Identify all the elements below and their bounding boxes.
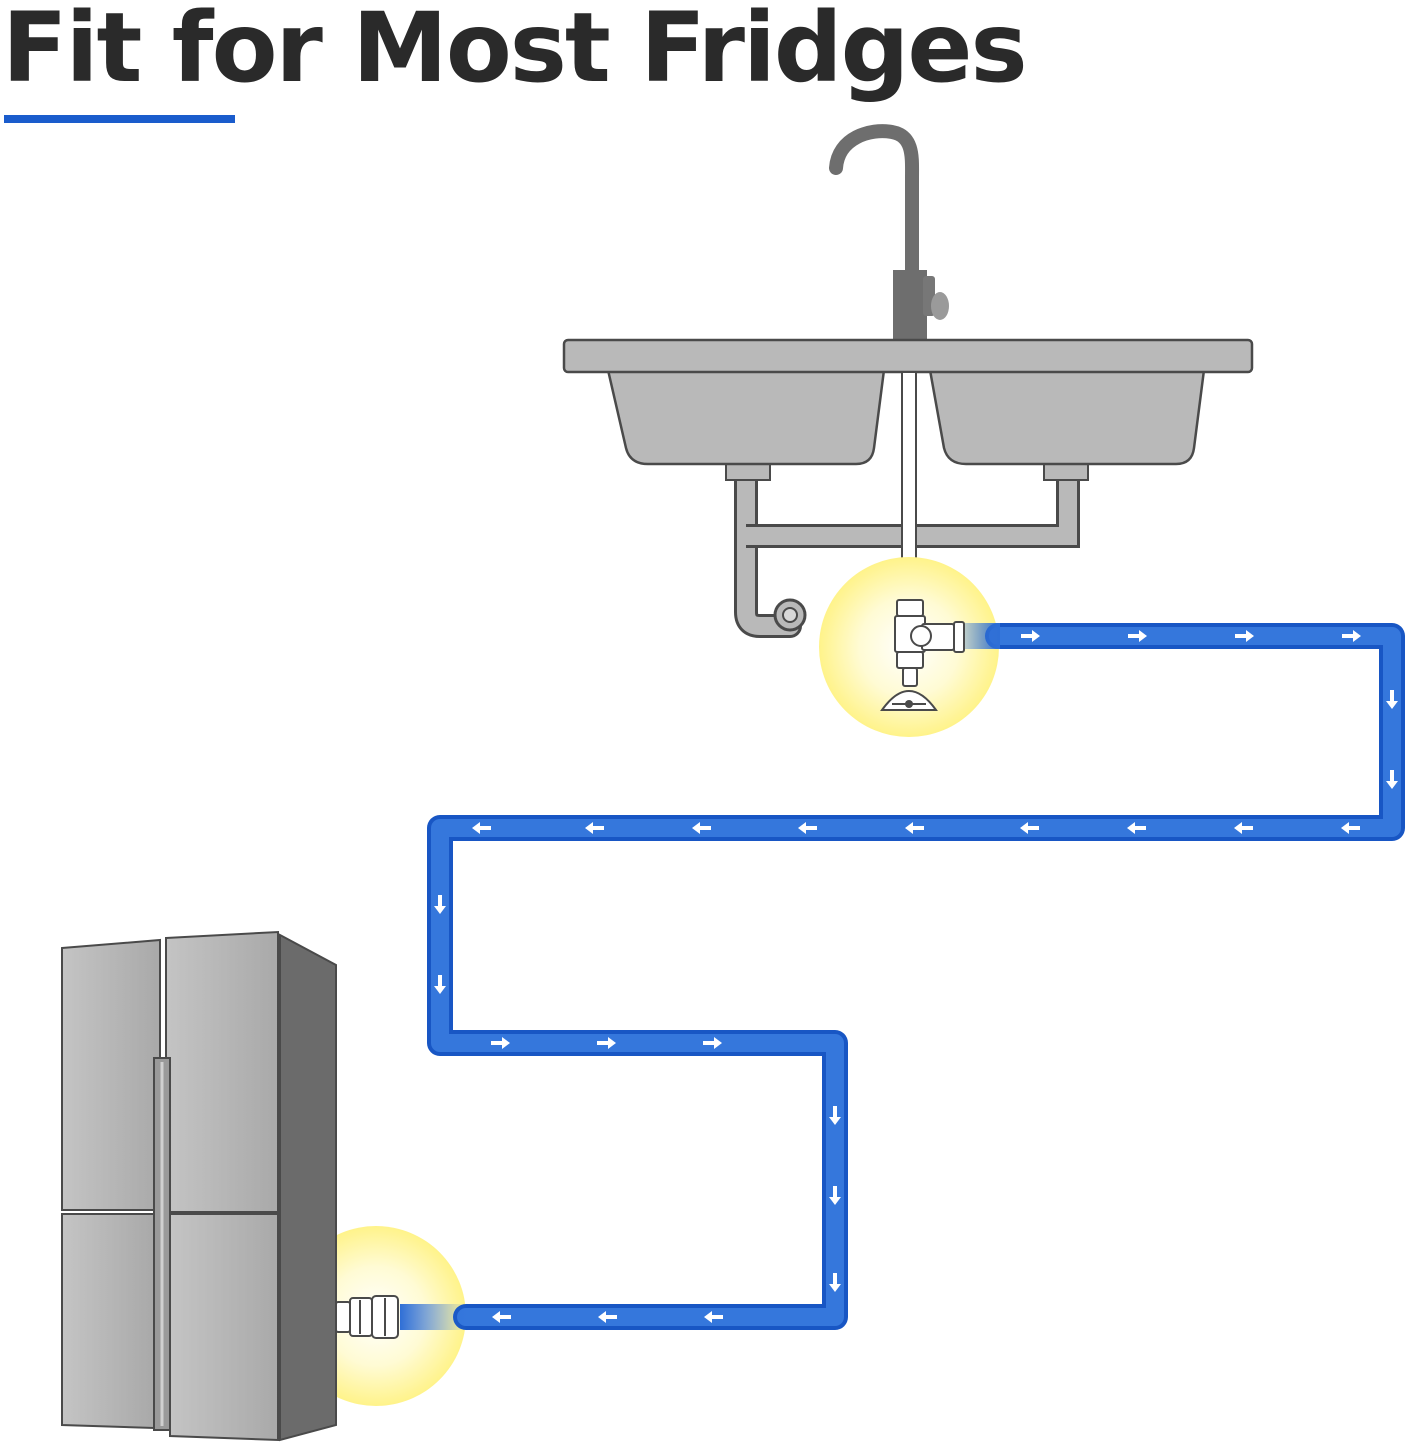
fridge-icon	[61, 930, 337, 1442]
tee-valve-icon	[880, 599, 965, 711]
flow-arrow-icon	[1386, 690, 1398, 709]
flow-arrow-icon	[1128, 630, 1147, 642]
double-sink-icon	[562, 338, 1254, 466]
flow-arrow-icon	[1341, 822, 1360, 834]
flow-arrow-icons	[434, 630, 1398, 1323]
faucet-icon	[829, 124, 949, 342]
title-underline	[4, 115, 235, 123]
flow-arrow-icon	[905, 822, 924, 834]
flow-arrow-icon	[829, 1106, 841, 1125]
flow-arrow-icon	[704, 1311, 723, 1323]
flow-arrow-icon	[798, 822, 817, 834]
flow-arrow-icon	[472, 822, 491, 834]
flow-arrow-icon	[1127, 822, 1146, 834]
flow-arrow-icon	[1020, 822, 1039, 834]
flow-arrow-icon	[492, 1311, 511, 1323]
flow-arrow-icon	[692, 822, 711, 834]
drain-trap-icon	[725, 461, 1089, 638]
flow-arrow-icon	[1234, 822, 1253, 834]
flow-arrow-icon	[1386, 770, 1398, 789]
flow-arrow-icon	[1021, 630, 1040, 642]
flow-arrow-icon	[598, 1311, 617, 1323]
flow-arrow-icon	[829, 1186, 841, 1205]
flow-arrow-icon	[434, 975, 446, 994]
flow-arrow-icon	[597, 1037, 616, 1049]
flow-arrow-icon	[491, 1037, 510, 1049]
flow-arrow-icon	[703, 1037, 722, 1049]
flow-arrow-icon	[1235, 630, 1254, 642]
page-title: Fit for Most Fridges	[2, 0, 1028, 104]
flow-arrow-icon	[434, 895, 446, 914]
fridge-inlet-connector-icon	[335, 1295, 399, 1339]
flow-arrow-icon	[829, 1273, 841, 1292]
flow-arrow-icon	[585, 822, 604, 834]
flow-arrow-icon	[1342, 630, 1361, 642]
